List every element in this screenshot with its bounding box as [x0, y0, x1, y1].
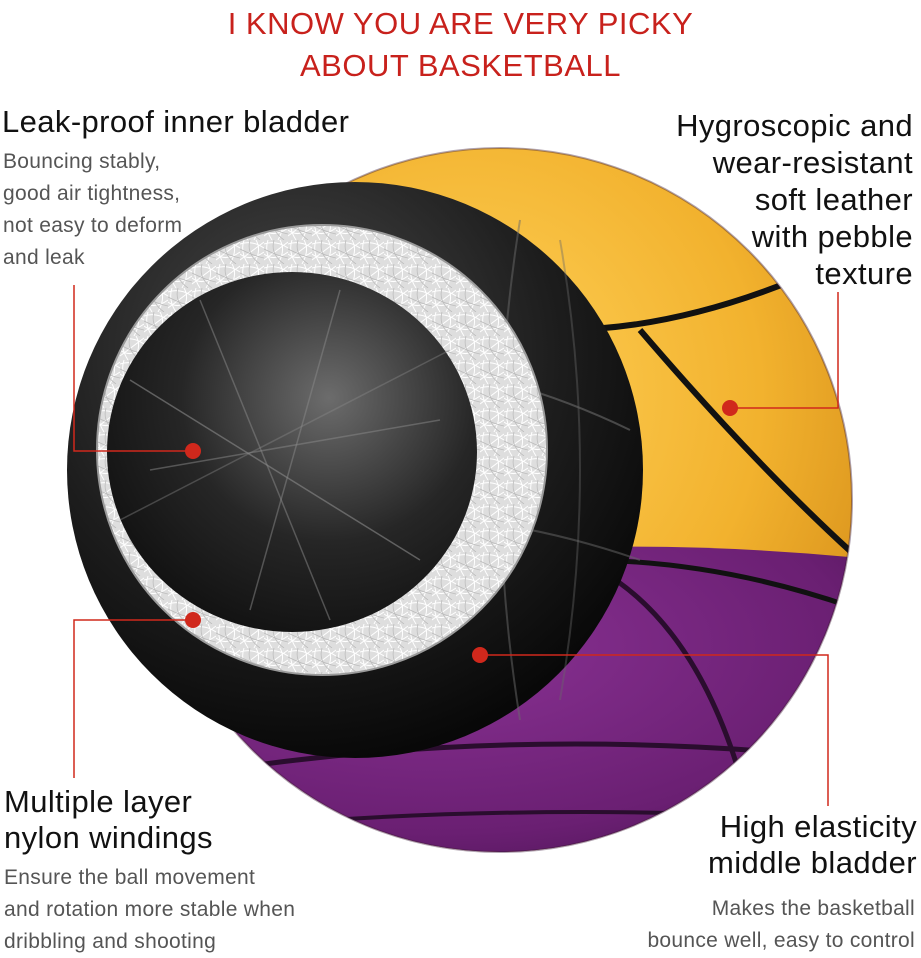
leather-heading-5: texture [815, 256, 913, 291]
inner-bladder-desc-4: and leak [3, 246, 85, 269]
callout-dot-nylon [185, 612, 201, 628]
leather-heading-2: wear-resistant [712, 145, 913, 180]
callout-dot-middle-bladder [472, 647, 488, 663]
callout-lines [73, 285, 839, 806]
inner-bladder-desc-1: Bouncing stably, [3, 150, 161, 173]
callout-line-leather [730, 292, 839, 409]
middle-bladder-heading-1: High elasticity [719, 809, 917, 844]
leather-heading-1: Hygroscopic and [676, 108, 913, 143]
inner-bladder-heading: Leak-proof inner bladder [2, 104, 350, 139]
title-line-1: I KNOW YOU ARE VERY PICKY [227, 6, 694, 41]
nylon-heading-2: nylon windings [4, 820, 213, 855]
leather-heading-4: with pebble [751, 219, 913, 254]
middle-bladder-heading-2: middle bladder [708, 845, 917, 880]
inner-bladder-desc-3: not easy to deform [3, 214, 183, 237]
inner-bladder-desc-2: good air tightness, [3, 182, 181, 205]
nylon-desc-1: Ensure the ball movement [4, 866, 256, 889]
callout-line-inner-bladder [73, 285, 193, 452]
nylon-desc-2: and rotation more stable when [4, 898, 296, 921]
leather-heading-3: soft leather [754, 182, 913, 217]
callout-dots [185, 400, 738, 663]
middle-bladder-desc-2: bounce well, easy to control [647, 929, 915, 952]
callout-line-nylon [73, 619, 193, 778]
nylon-desc-3: dribbling and shooting [4, 930, 217, 953]
callout-dot-leather [722, 400, 738, 416]
callout-line-middle-bladder [480, 654, 829, 806]
callout-dot-inner-bladder [185, 443, 201, 459]
inner-bladder-layer [107, 272, 477, 632]
middle-bladder-desc-1: Makes the basketball [711, 897, 915, 920]
title-line-2: ABOUT BASKETBALL [300, 48, 621, 83]
nylon-heading-1: Multiple layer [4, 784, 193, 819]
